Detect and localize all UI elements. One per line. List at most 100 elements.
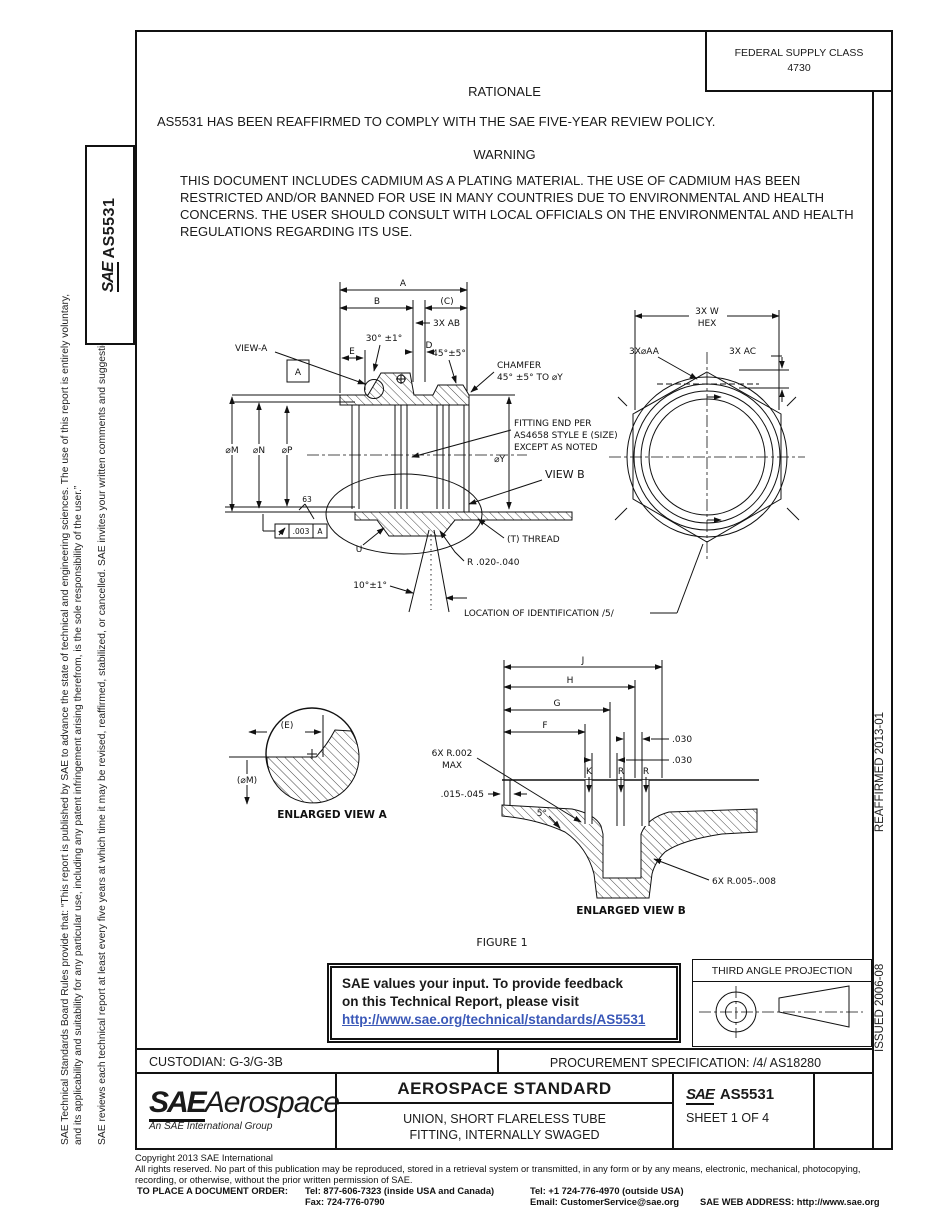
document-code: AS5531 bbox=[101, 197, 118, 259]
label-dim-g: G bbox=[554, 699, 561, 709]
copyright-line-2: All rights reserved. No part of this pub… bbox=[135, 1164, 861, 1174]
label-dim-e: E bbox=[349, 347, 355, 357]
label-phi-y: ⌀Y bbox=[494, 455, 505, 465]
copyright-line-3: recording, or otherwise, without the pri… bbox=[135, 1175, 413, 1185]
label-phi-n: ⌀N bbox=[253, 446, 265, 456]
label-r002-max: MAX bbox=[442, 761, 462, 771]
label-ea-e: (E) bbox=[281, 721, 294, 731]
order-row-1: TO PLACE A DOCUMENT ORDER: Tel: 877-606-… bbox=[135, 1186, 925, 1197]
label-fitting-end-3: EXCEPT AS NOTED bbox=[514, 443, 598, 453]
reaffirmed-date: REAFFIRMED 2013-01 bbox=[874, 712, 886, 833]
sae-logo-big: SAE bbox=[149, 1086, 207, 1122]
feedback-link[interactable]: http://www.sae.org/technical/standards/A… bbox=[342, 1012, 646, 1027]
sheet-number: SHEET 1 OF 4 bbox=[686, 1111, 770, 1125]
sae-tagline: An SAE International Group bbox=[149, 1121, 273, 1132]
document-number: AS5531 bbox=[719, 1086, 775, 1103]
label-030-b: .030 bbox=[672, 756, 692, 766]
label-dim-h: H bbox=[567, 676, 574, 686]
fax-number: Fax: 724-776-0790 bbox=[305, 1197, 385, 1207]
label-3x-ab: 3X AB bbox=[433, 319, 460, 329]
label-chamfer-2: 45° ±5° TO ⌀Y bbox=[497, 373, 563, 383]
label-u: U bbox=[356, 545, 363, 555]
procurement-cell: PROCUREMENT SPECIFICATION: /4/ AS18280 bbox=[549, 1056, 822, 1070]
enlarged-view-b-caption: ENLARGED VIEW B bbox=[576, 905, 685, 917]
label-finish-63: 63 bbox=[302, 495, 312, 504]
tel-outside: Tel: +1 724-776-4970 (outside USA) bbox=[530, 1186, 684, 1196]
label-view-a-letter: A bbox=[295, 368, 302, 378]
label-k: K bbox=[586, 767, 593, 777]
label-location-id: LOCATION OF IDENTIFICATION /5/ bbox=[464, 609, 615, 619]
swage-section bbox=[354, 511, 573, 537]
fsc-label: FEDERAL SUPPLY CLASS bbox=[734, 47, 864, 59]
label-hex: HEX bbox=[698, 319, 717, 329]
enlarged-view-a: (E) (⌀M) ENLARGED VIEW A bbox=[229, 707, 388, 821]
sae-aerospace-logo: SAEAerospace bbox=[149, 1086, 340, 1122]
warning-text: THIS DOCUMENT INCLUDES CADMIUM AS A PLAT… bbox=[180, 173, 854, 239]
document-title-line-2: FITTING, INTERNALLY SWAGED bbox=[409, 1128, 600, 1142]
label-r005: 6X R.005-.008 bbox=[712, 877, 776, 887]
label-dim-c: (C) bbox=[440, 297, 453, 307]
custodian-row: CUSTODIAN: G-3/G-3B PROCUREMENT SPECIFIC… bbox=[137, 1048, 872, 1074]
enlarged-b-section bbox=[501, 804, 758, 899]
tel-inside: Tel: 877-606-7323 (inside USA and Canada… bbox=[305, 1186, 495, 1196]
title-block-empty-cell bbox=[815, 1074, 872, 1150]
label-view-a: VIEW-A bbox=[235, 344, 268, 354]
copyright-block: Copyright 2013 SAE International All rig… bbox=[135, 1153, 925, 1208]
label-fitting-end-2: AS4658 STYLE E (SIZE) bbox=[514, 431, 618, 441]
document-title: UNION, SHORT FLARELESS TUBE FITTING, INT… bbox=[337, 1104, 672, 1143]
third-angle-projection-symbol bbox=[699, 985, 863, 1038]
label-view-b: VIEW B bbox=[545, 468, 585, 481]
document-number-cell: SAE AS5531 SHEET 1 OF 4 bbox=[674, 1074, 815, 1150]
label-015-045: .015-.045 bbox=[441, 790, 484, 800]
document-title-line-1: UNION, SHORT FLARELESS TUBE bbox=[403, 1112, 606, 1126]
feedback-line-2: on this Technical Report, please visit bbox=[342, 994, 579, 1009]
document-code-tab-label: SAE AS5531 bbox=[88, 149, 132, 341]
label-dim-f: F bbox=[542, 721, 547, 731]
label-dim-j: J bbox=[581, 656, 585, 666]
label-ea-phi-m: (⌀M) bbox=[237, 776, 257, 786]
projection-title: THIRD ANGLE PROJECTION bbox=[693, 960, 871, 982]
sae-aerospace-logo-cell: SAEAerospace An SAE International Group bbox=[137, 1074, 340, 1150]
title-block: SAEAerospace An SAE International Group … bbox=[137, 1074, 872, 1150]
web-address: SAE WEB ADDRESS: http://www.sae.org bbox=[700, 1197, 880, 1207]
issued-date: ISSUED 2006-08 bbox=[874, 963, 886, 1052]
label-3x-w: 3X W bbox=[695, 307, 719, 317]
label-chamfer-1: CHAMFER bbox=[497, 361, 541, 371]
label-5deg: 5° bbox=[537, 809, 547, 819]
label-thread: (T) THREAD bbox=[507, 535, 560, 545]
label-r1: R bbox=[618, 767, 624, 777]
label-fitting-end-1: FITTING END PER bbox=[514, 419, 591, 429]
document-type: AEROSPACE STANDARD bbox=[337, 1074, 672, 1104]
rationale-heading: RATIONALE bbox=[468, 84, 541, 99]
hex-end-view: 3X W HEX 3X⌀AA 3X AC bbox=[609, 306, 805, 562]
third-angle-projection-box: THIRD ANGLE PROJECTION bbox=[692, 959, 872, 1047]
main-view: A B (C) 3X AB 30° ±1° D E 45°±5° bbox=[222, 279, 704, 619]
label-r-edge: R .020-.040 bbox=[467, 558, 520, 568]
bore-lines bbox=[351, 405, 470, 512]
label-dim-b: B bbox=[374, 297, 380, 307]
label-10deg: 10°±1° bbox=[353, 581, 387, 591]
label-dim-d: D bbox=[426, 341, 433, 351]
fitting-body-section bbox=[339, 372, 470, 406]
label-phi-m: ⌀M bbox=[225, 446, 238, 456]
main-frame: FEDERAL SUPPLY CLASS 4730 RATIONALE AS55… bbox=[135, 30, 893, 1150]
label-030-a: .030 bbox=[672, 735, 692, 745]
label-3x-aa: 3X⌀AA bbox=[629, 347, 660, 357]
label-3x-ac: 3X AC bbox=[729, 347, 756, 357]
email-address: Email: CustomerService@sae.org bbox=[530, 1197, 680, 1207]
feedback-box: SAE values your input. To provide feedba… bbox=[327, 963, 681, 1043]
vertical-disclaimer-1: SAE Technical Standards Board Rules prov… bbox=[60, 293, 84, 1145]
label-phi-p: ⌀P bbox=[282, 446, 293, 456]
federal-supply-class-box: FEDERAL SUPPLY CLASS 4730 bbox=[705, 30, 893, 92]
label-dim-a: A bbox=[400, 279, 407, 289]
document-type-cell: AEROSPACE STANDARD UNION, SHORT FLARELES… bbox=[337, 1074, 674, 1150]
label-30deg: 30° ±1° bbox=[366, 334, 403, 344]
label-r2: R bbox=[643, 767, 649, 777]
custodian-cell: CUSTODIAN: G-3/G-3B bbox=[137, 1050, 499, 1072]
label-45deg: 45°±5° bbox=[432, 349, 466, 359]
enlarged-view-b: J H G F .030 .030 bbox=[432, 656, 777, 917]
feedback-line-1: SAE values your input. To provide feedba… bbox=[342, 976, 624, 991]
copyright-line-1: Copyright 2013 SAE International bbox=[135, 1153, 273, 1163]
sae-logo-small: SAE bbox=[686, 1086, 715, 1105]
